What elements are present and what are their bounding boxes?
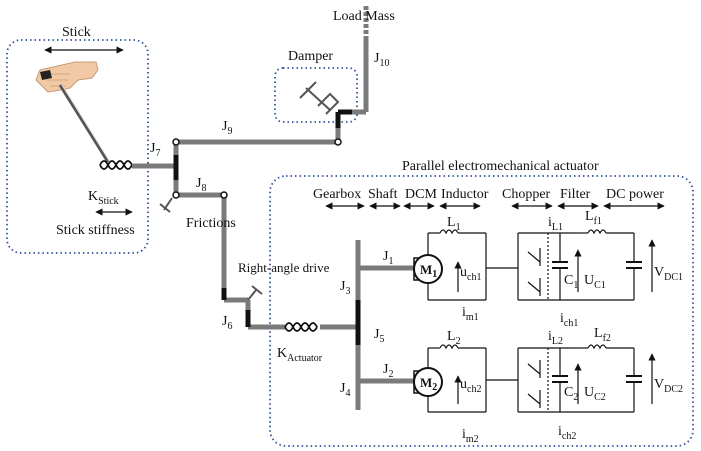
joints [173,109,361,345]
k-actuator-label: KActuator [277,346,323,364]
circuit-2-arrows [454,353,656,404]
j3-label: J3 [340,279,350,297]
im1-label: im1 [462,305,479,323]
section-chopper: Chopper [502,187,551,202]
joint-nodes [172,138,342,199]
circuit-2 [427,344,642,413]
circuit-1 [427,229,642,301]
il1-label: iL1 [548,215,563,233]
c2-label: C2 [564,385,578,403]
j7-label: J7 [150,141,160,159]
parallel-actuator-label: Parallel electromechanical actuator [402,159,599,174]
section-dcm: DCM [405,187,437,202]
k-stick-label: KStick [88,189,119,207]
frictions-label: Frictions [186,216,236,231]
j4-label: J4 [340,381,350,399]
im2-label: im2 [462,427,479,445]
ich2-label: ich2 [558,424,576,442]
c1-label: C1 [564,273,578,291]
right-angle-drive-symbol [247,285,263,301]
double-arrows [44,46,665,216]
uch1-label: uch1 [460,265,481,283]
j10-label: J10 [374,51,389,69]
friction-symbol [159,197,173,213]
j9-label: J9 [222,119,232,137]
m2-label: M2 [420,375,437,393]
l1-label: L1 [447,215,461,233]
section-shaft: Shaft [368,187,398,202]
m1-label: M1 [420,262,437,280]
uch2-label: uch2 [460,377,481,395]
l2-label: L2 [447,329,461,347]
j2-label: J2 [383,362,393,380]
section-gearbox: Gearbox [313,187,361,202]
damper-label: Damper [288,49,333,64]
ich1-label: ich1 [560,311,578,329]
vdc1-label: VDC1 [654,265,683,283]
section-dc-power: DC power [606,187,664,202]
vdc2-label: VDC2 [654,377,683,395]
lf2-label: Lf2 [594,326,611,344]
uc2-label: UC2 [584,385,606,403]
j8-label: J8 [196,176,206,194]
section-filter: Filter [560,187,591,202]
load-mass-label: Load Mass [333,9,395,24]
damper-box [274,67,358,123]
circuit-1-arrows [454,239,656,292]
stick-stiffness-label: Stick stiffness [56,223,135,238]
stick-label: Stick [62,25,91,40]
damper-symbol [299,81,340,115]
section-inductor: Inductor [441,187,489,202]
stick-rod [58,84,110,163]
lf1-label: Lf1 [585,209,602,227]
j6-label: J6 [222,314,232,332]
actuator-box [269,175,694,447]
j1-label: J1 [383,249,393,267]
uc1-label: UC1 [584,273,606,291]
il2-label: iL2 [548,329,563,347]
hand-image [35,61,99,93]
right-angle-drive-label: Right-angle drive [238,260,330,275]
j5-label: J5 [374,327,384,345]
